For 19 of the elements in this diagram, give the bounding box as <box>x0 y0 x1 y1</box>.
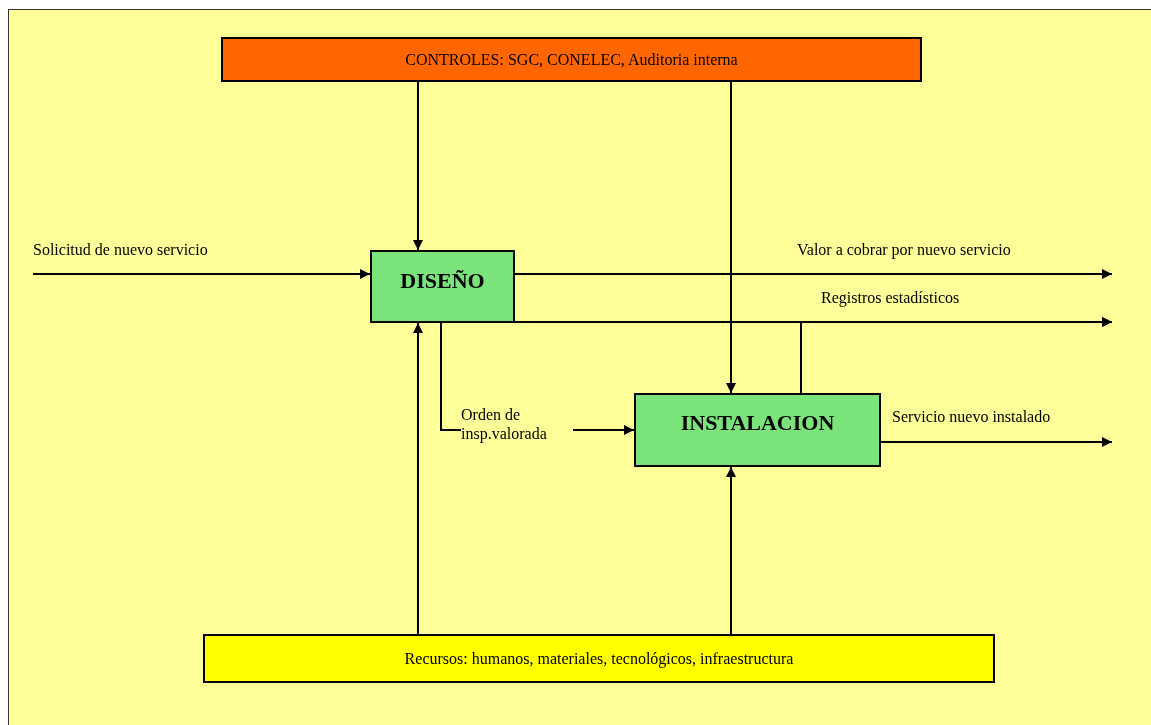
box-label: DISEÑO <box>400 268 485 295</box>
arrow <box>514 269 1113 279</box>
control-box <box>221 37 922 82</box>
arrow <box>726 466 736 635</box>
process-box <box>634 393 881 467</box>
resource-box <box>203 634 995 683</box>
box-label: Recursos: humanos, materiales, tecnológicos, infraestructura <box>404 648 794 669</box>
arrow <box>413 322 423 635</box>
edge-label: Valor a cobrar por nuevo servicio <box>797 240 1011 260</box>
arrow <box>800 317 1113 394</box>
arrow <box>726 81 736 394</box>
arrow <box>880 437 1113 447</box>
edge-label: Orden de insp.valorada <box>461 405 573 444</box>
arrow <box>413 81 423 251</box>
edge-label: Registros estadísticos <box>821 288 960 308</box>
box-label: CONTROLES: SGC, CONELEC, Auditoria interna <box>405 49 738 70</box>
arrow <box>32 269 371 279</box>
box-label: INSTALACION <box>680 410 835 437</box>
process-box <box>370 250 515 323</box>
